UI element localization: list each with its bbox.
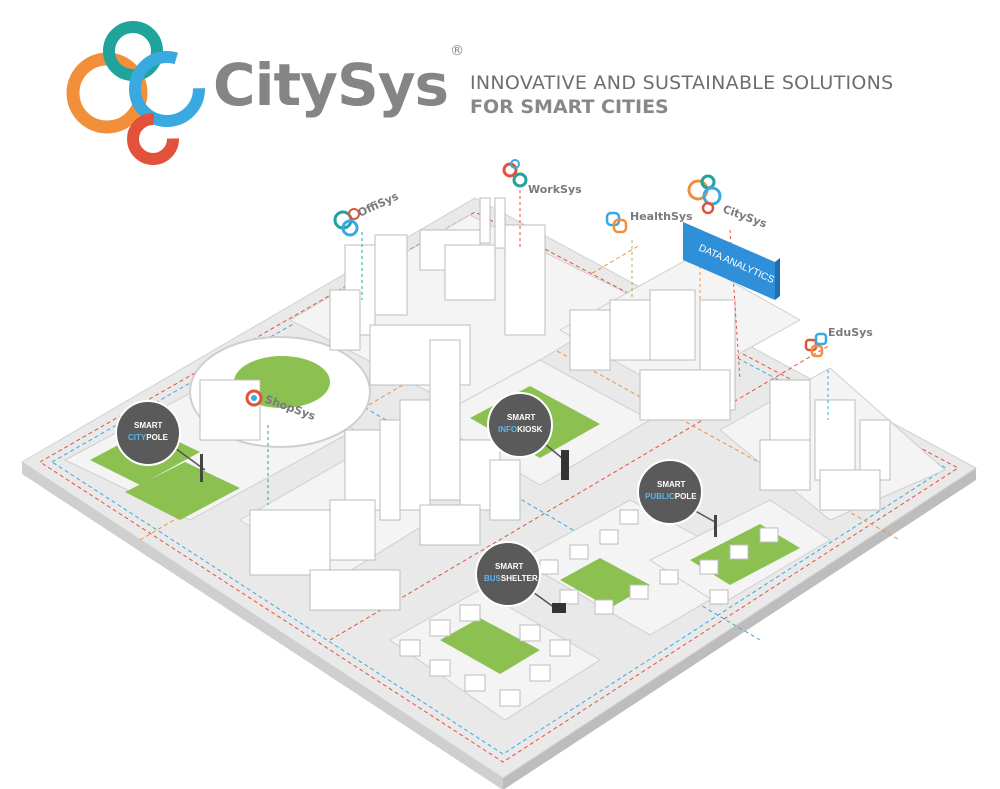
busshelter-label: BUSSHELTER <box>484 574 538 583</box>
road-line-2 <box>329 344 831 641</box>
edusys-label: EduSys <box>804 326 873 358</box>
offisys-name: OffiSys <box>356 189 401 219</box>
publicpole-rest: POLE <box>675 492 697 501</box>
green-bottom <box>440 618 540 674</box>
tagline: INNOVATIVE AND SUSTAINABLE SOLUTIONS FOR… <box>470 72 894 120</box>
citypole-accent: CITY <box>128 433 147 442</box>
smart-infokiosk-bubble: SMART INFOKIOSK <box>487 392 569 480</box>
citysys-service-name: CitySys <box>721 203 769 231</box>
utility-line-red <box>39 211 959 763</box>
green-bottom-right <box>560 558 650 608</box>
offisys-logo-icon <box>333 208 360 237</box>
registered-mark: ® <box>450 42 464 59</box>
healthsys-name: HealthSys <box>630 210 693 223</box>
worksys-name: WorkSys <box>528 183 582 196</box>
tagline-line1: INNOVATIVE AND SUSTAINABLE SOLUTIONS <box>470 72 894 94</box>
infokiosk-label: INFOKIOSK <box>498 425 543 434</box>
publicpole-top: SMART <box>657 480 686 489</box>
citysys-service-logo-icon <box>687 174 722 215</box>
publicpole-label: PUBLICPOLE <box>645 492 697 501</box>
busshelter-accent: BUS <box>484 574 502 583</box>
infokiosk-rest: KIOSK <box>517 425 543 434</box>
smart-citypole-bubble: SMART CITYPOLE <box>115 400 206 482</box>
worksys-logo-icon <box>502 159 528 188</box>
green-left-2 <box>125 462 240 520</box>
shopsys-logo-icon <box>245 389 263 407</box>
smart-publicpole-bubble: SMART PUBLICPOLE <box>637 459 717 537</box>
citysys-service-label: CitySys <box>687 174 769 231</box>
citypole-label: CITYPOLE <box>128 433 169 442</box>
smart-busshelter-bubble: SMART BUSSHELTER <box>475 541 566 613</box>
tagline-line2: FOR SMART CITIES <box>470 95 669 118</box>
city-base-side-left <box>22 462 503 789</box>
brand-title: CitySys® <box>213 42 464 119</box>
citypole-rest: POLE <box>146 433 168 442</box>
publicpole-accent: PUBLIC <box>645 492 675 501</box>
offisys-label: OffiSys <box>333 189 401 237</box>
healthsys-logo-icon <box>605 211 628 234</box>
busshelter-rest: SHELTER <box>501 574 538 583</box>
worksys-label: WorkSys <box>502 159 582 196</box>
edusys-logo-icon <box>804 332 828 358</box>
edusys-name: EduSys <box>828 326 873 339</box>
busshelter-top: SMART <box>495 562 524 571</box>
buildings <box>199 197 891 611</box>
healthsys-label: HealthSys <box>605 210 693 234</box>
citypole-top: SMART <box>134 421 163 430</box>
infokiosk-top: SMART <box>507 413 536 422</box>
infokiosk-accent: INFO <box>498 425 517 434</box>
houses <box>399 509 779 707</box>
citysys-logo-icon <box>66 21 205 165</box>
